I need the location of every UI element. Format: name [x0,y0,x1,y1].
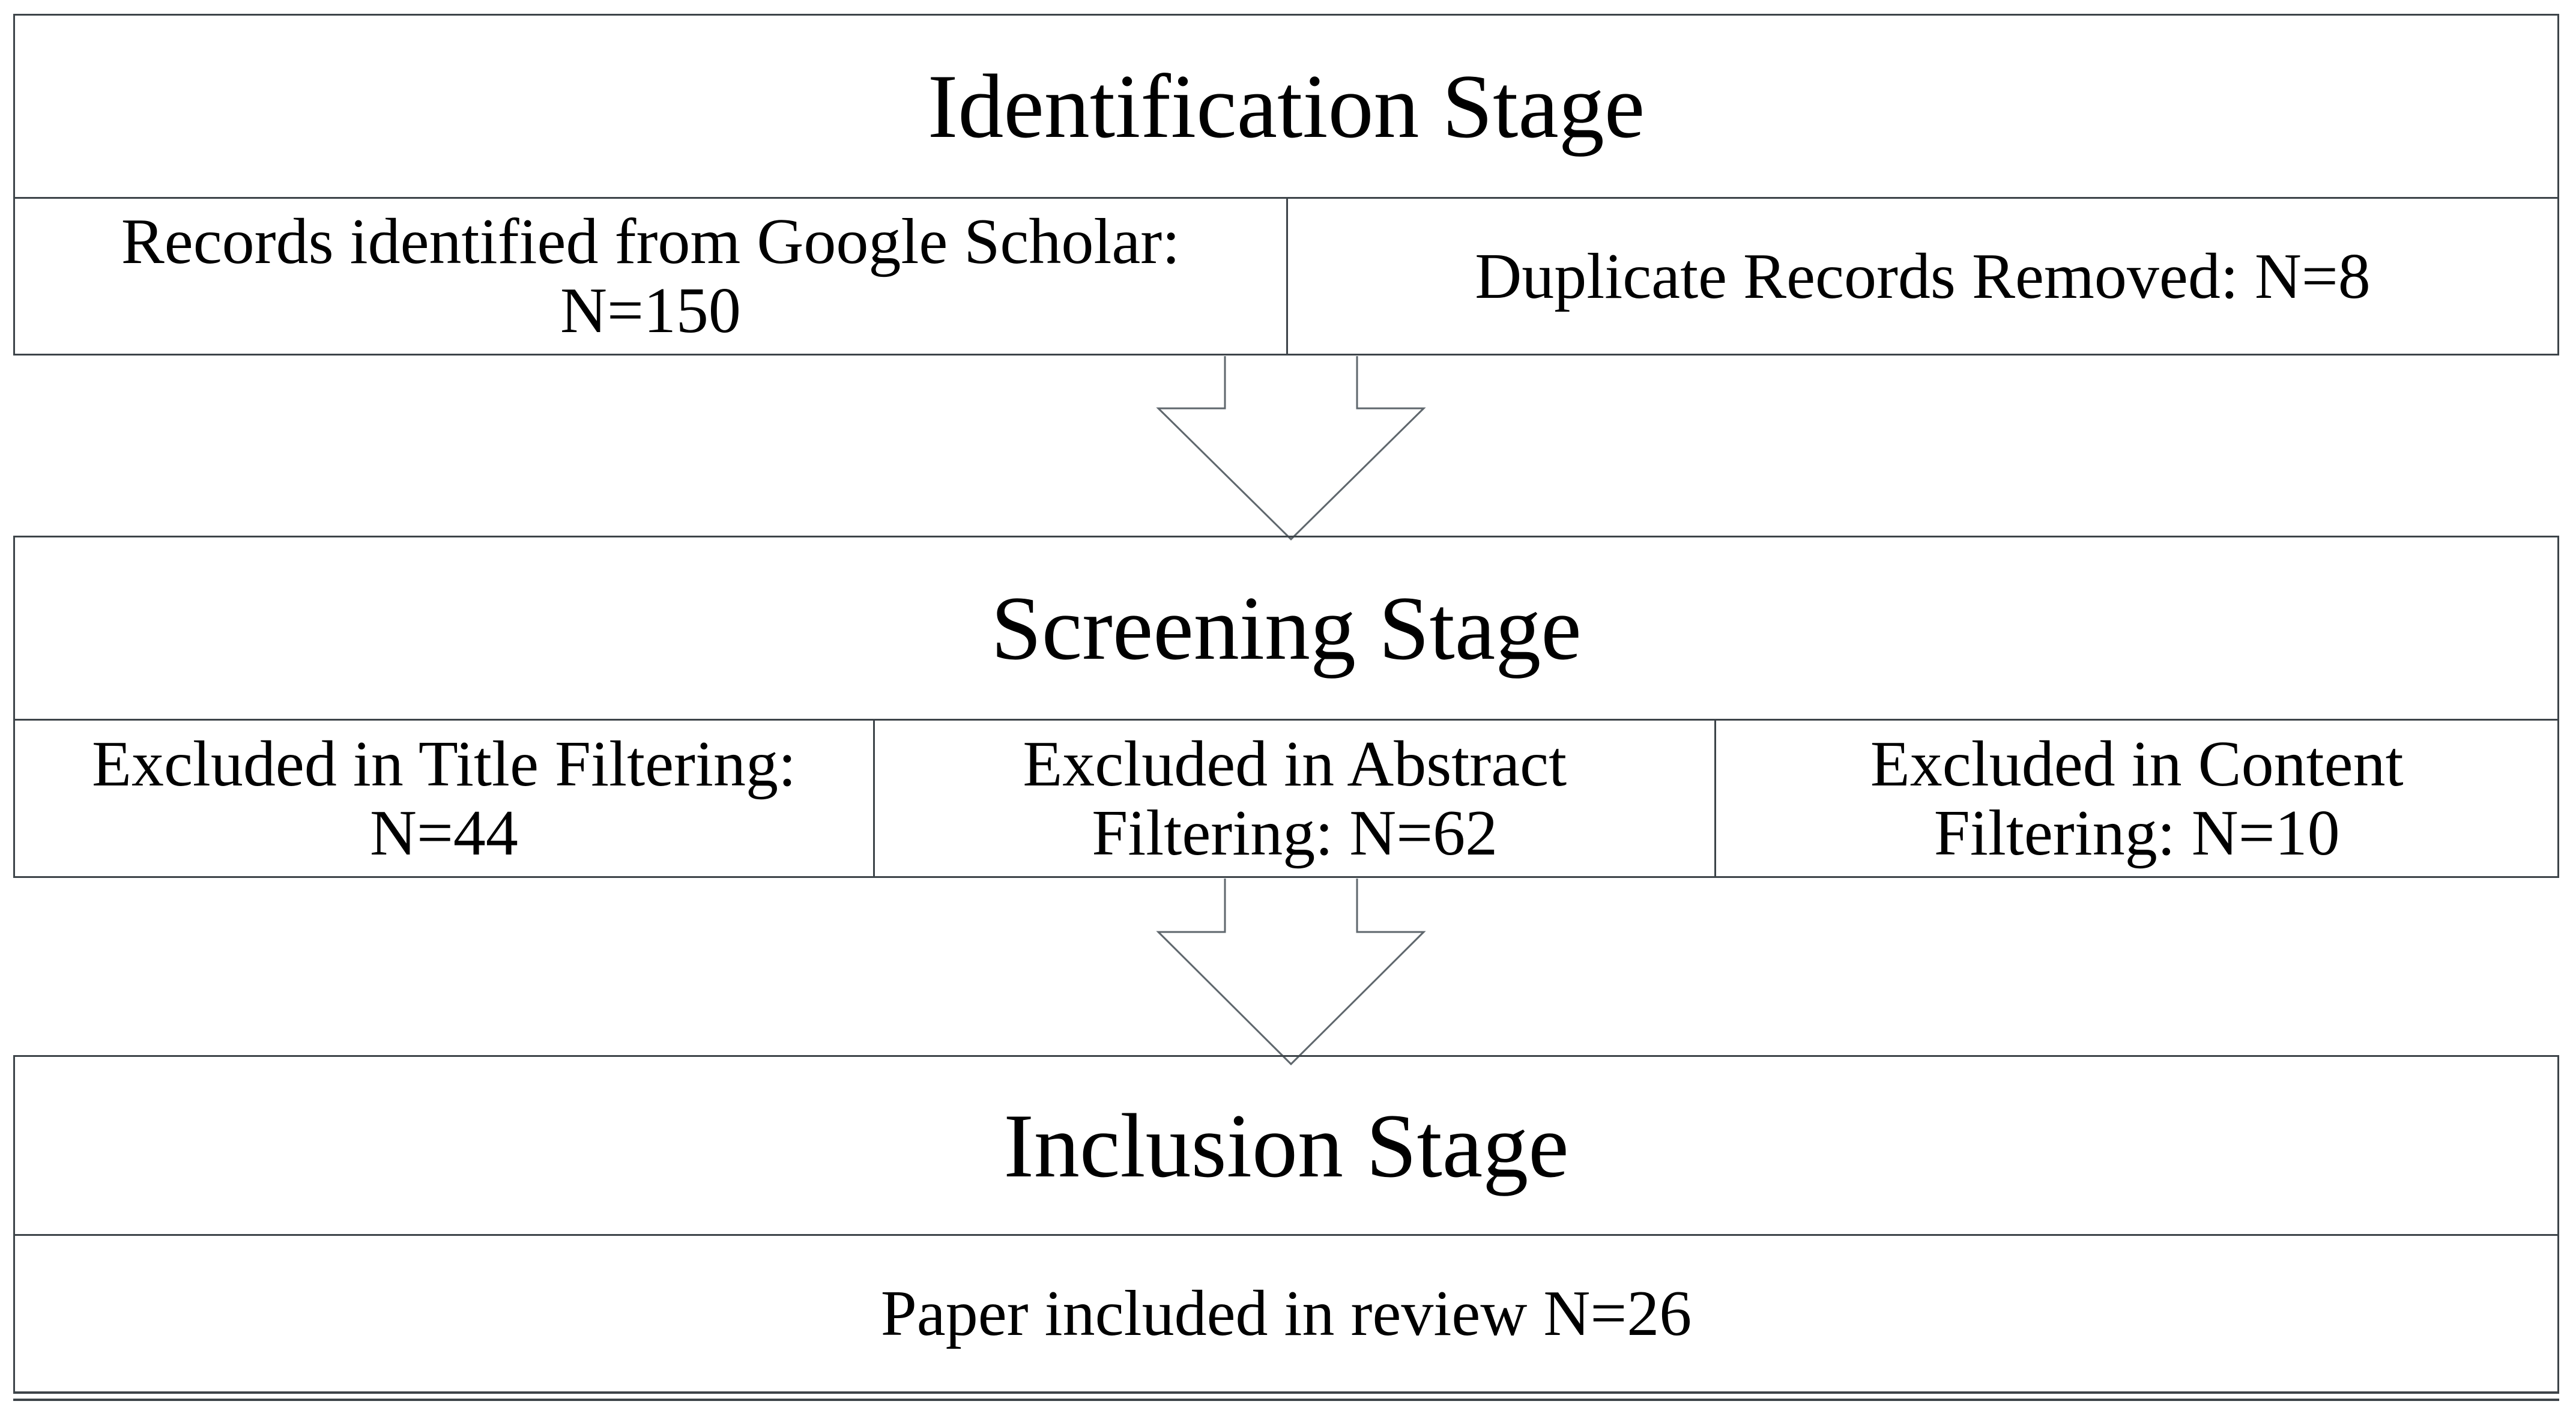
stage-cell: Excluded in Abstract Filtering: N=62 [872,721,1714,876]
stage-screening: Screening Stage Excluded in Title Filter… [13,536,2559,878]
down-arrow-icon [1156,879,1426,1066]
stage-cell: Paper included in review N=26 [880,1278,1692,1349]
bottom-double-line [13,1399,2559,1401]
stage-inclusion: Inclusion Stage Paper included in review… [13,1055,2559,1394]
stage-cell: Duplicate Records Removed: N=8 [1286,199,2557,354]
stage-cell: Excluded in Title Filtering: N=44 [91,728,796,869]
stage-title: Inclusion Stage [1003,1095,1569,1196]
stage-title: Screening Stage [991,578,1582,679]
down-arrow-icon [1156,356,1426,541]
stage-identification: Identification Stage Records identified … [13,14,2559,356]
stage-cell: Excluded in Content Filtering: N=10 [1714,721,2557,876]
stage-title: Identification Stage [927,56,1645,157]
stage-cells-row: Paper included in review N=26 [15,1234,2557,1391]
stage-cells-row: Excluded in Title Filtering: N=44 Exclud… [15,719,2557,876]
stage-cell: Records identified from Google Scholar: … [121,206,1181,346]
stage-cells-row: Records identified from Google Scholar: … [15,197,2557,354]
